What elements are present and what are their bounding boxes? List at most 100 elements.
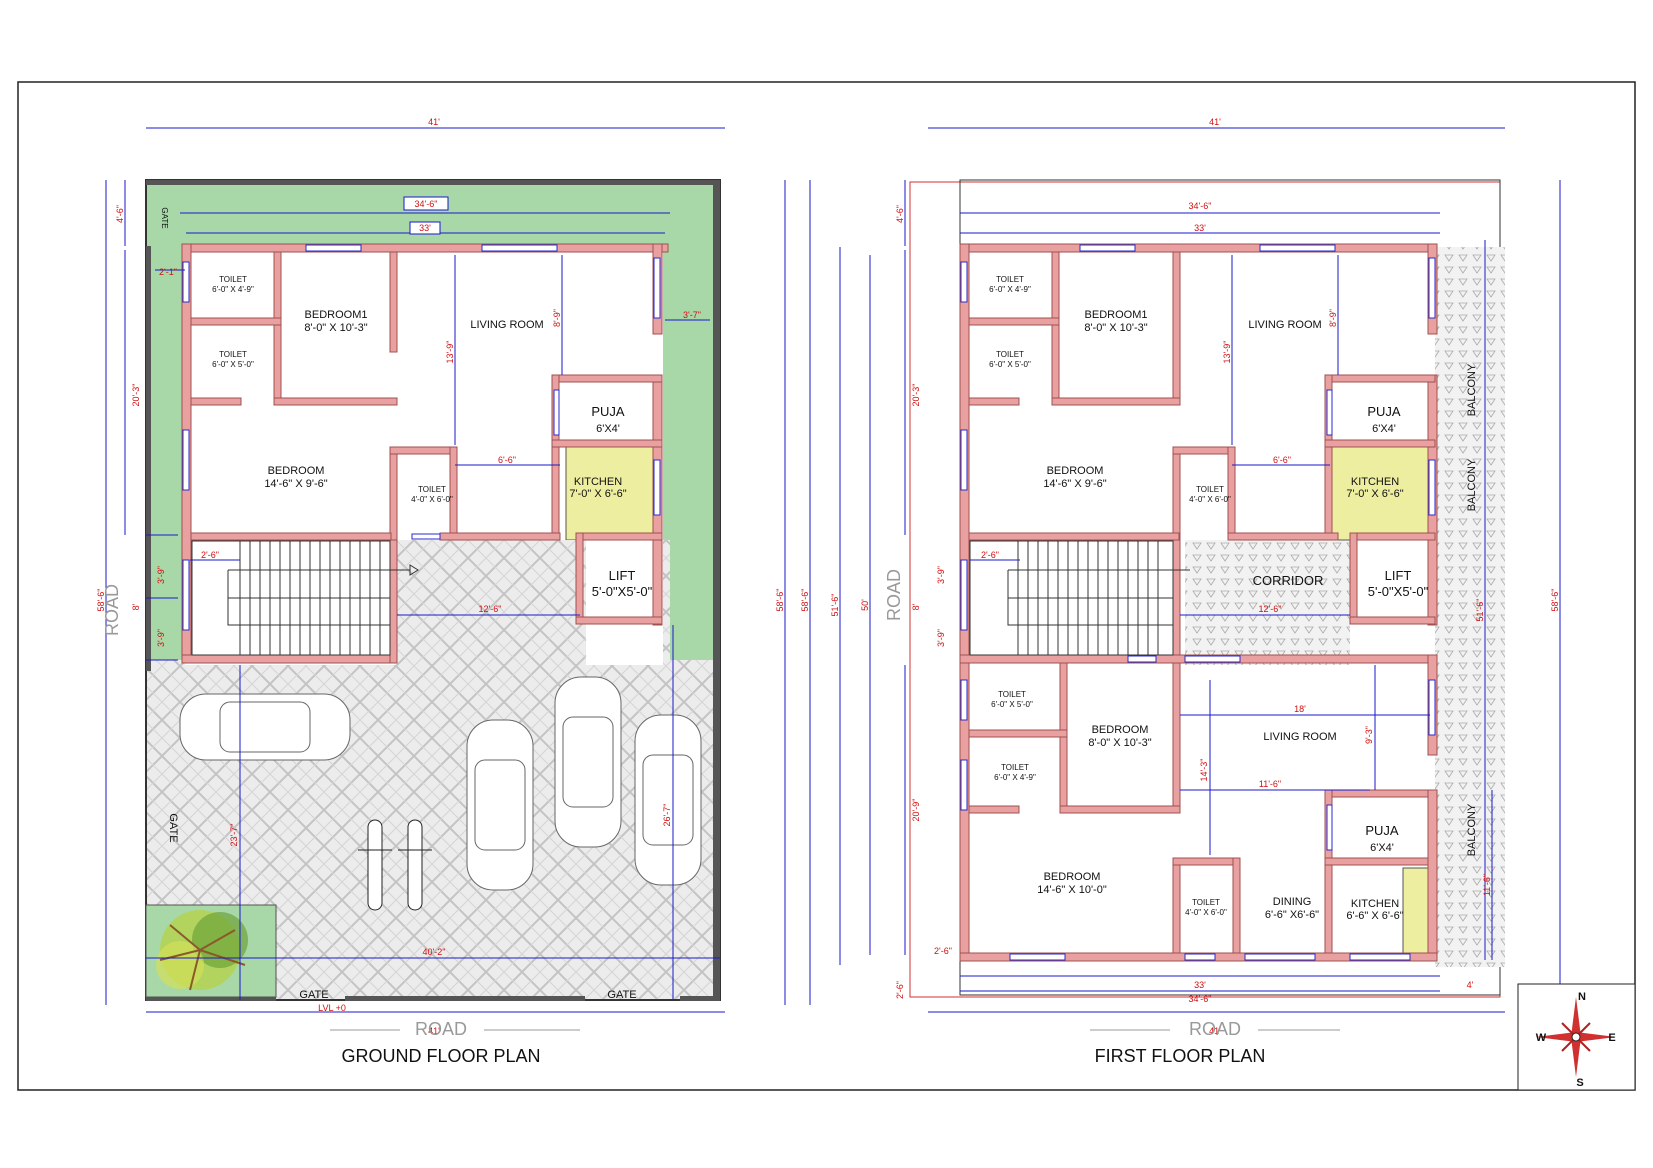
svg-text:5'-0"X5'-0": 5'-0"X5'-0" — [1368, 584, 1429, 599]
dim-58-6-right: 58'-6" — [775, 589, 785, 612]
dim-34-6-bottom: 34'-6" — [1189, 994, 1212, 1004]
room-lift: LIFT — [609, 568, 636, 583]
dim-41: 41' — [1209, 117, 1221, 127]
car-icon — [466, 719, 534, 891]
svg-text:7'-0" X 6'-6": 7'-0" X 6'-6" — [1346, 488, 1403, 500]
gate-bottom-2: GATE — [607, 989, 636, 1001]
dim-40-2: 40'-2" — [423, 947, 446, 957]
compass-s: S — [1576, 1077, 1583, 1089]
svg-text:6'-0" X 4'-9": 6'-0" X 4'-9" — [212, 285, 254, 294]
room-dining: DINING — [1273, 896, 1312, 908]
car-icon — [554, 676, 622, 848]
svg-text:5'-0"X5'-0": 5'-0"X5'-0" — [592, 584, 653, 599]
title-ground-floor: GROUND FLOOR PLAN — [341, 1046, 540, 1066]
dim-2-1: 2'-1" — [159, 267, 177, 277]
dim-4-6: 4'-6" — [895, 205, 905, 223]
dim-12-6: 12'-6" — [479, 604, 502, 614]
svg-text:6'-6" X 6'-6": 6'-6" X 6'-6" — [1346, 910, 1403, 922]
svg-text:6'-0" X 4'-9": 6'-0" X 4'-9" — [994, 773, 1036, 782]
dim-23-7: 23'-7" — [229, 824, 239, 847]
road-left: ROAD — [102, 584, 122, 636]
kitchen-counter — [565, 444, 659, 541]
room-bedroom: BEDROOM — [1047, 465, 1104, 477]
dim-33-bottom: 33' — [1194, 980, 1206, 990]
dim-34-6: 34'-6" — [1189, 201, 1212, 211]
svg-text:14'-6" X 9'-6": 14'-6" X 9'-6" — [1043, 478, 1106, 490]
corridor-area — [1185, 540, 1350, 665]
dim-11-6: 11'-6" — [1259, 779, 1281, 789]
title-first-floor: FIRST FLOOR PLAN — [1095, 1046, 1266, 1066]
dim-9-3: 9'-3" — [1364, 726, 1374, 744]
dim-2-6-side: 2'-6" — [895, 981, 905, 999]
tree-icon — [156, 910, 248, 991]
room-toilet-1: TOILET — [219, 275, 247, 284]
room-living-2: LIVING ROOM — [1263, 731, 1336, 743]
car-icon — [634, 714, 702, 886]
compass-e: E — [1608, 1032, 1615, 1044]
car-icon — [179, 693, 351, 761]
room-bedroom: BEDROOM — [268, 465, 325, 477]
dim-3-7: 3'-7" — [683, 310, 701, 320]
staircase — [191, 540, 419, 656]
svg-text:6'X4': 6'X4' — [596, 423, 620, 435]
svg-text:4'-0" X 6'-0": 4'-0" X 6'-0" — [411, 495, 453, 504]
room-bedroom-3: BEDROOM — [1044, 871, 1101, 883]
dim-14-3: 14'-3" — [1199, 759, 1209, 782]
dim-58-6: 58'-6" — [96, 589, 106, 612]
room-toilet-6: TOILET — [1192, 898, 1220, 907]
room-toilet-2: TOILET — [219, 350, 247, 359]
dim-18: 18' — [1294, 704, 1306, 714]
dim-20-3: 20'-3" — [131, 384, 141, 407]
dim-3-9-a: 3'-9" — [156, 566, 166, 584]
dim-33: 33' — [1194, 223, 1206, 233]
dim-41-bottom: 41' — [1209, 1026, 1221, 1036]
dim-6-6: 6'-6" — [1273, 455, 1291, 465]
motorbike-icon — [358, 819, 432, 911]
balcony-2: BALCONY — [1466, 458, 1478, 511]
sheet-border — [17, 81, 1636, 1091]
balcony-1: BALCONY — [1466, 363, 1478, 416]
room-toilet-2: TOILET — [996, 350, 1024, 359]
svg-text:6'-0" X 5'-0": 6'-0" X 5'-0" — [212, 360, 254, 369]
balcony-area — [1435, 247, 1505, 967]
dim-3-9-b: 3'-9" — [936, 629, 946, 647]
room-living: LIVING ROOM — [1248, 319, 1321, 331]
room-toilet-3: TOILET — [418, 485, 446, 494]
dim-3-9-a: 3'-9" — [936, 566, 946, 584]
dim-41-bottom: 41' — [428, 1026, 440, 1036]
room-puja: PUJA — [591, 404, 625, 419]
svg-text:6'-0" X 5'-0": 6'-0" X 5'-0" — [991, 700, 1033, 709]
room-bedroom1: BEDROOM1 — [305, 309, 368, 321]
dim-8: 8' — [911, 603, 921, 610]
dim-13-9: 13'-9" — [445, 341, 455, 364]
road-bottom: ROAD — [1189, 1019, 1241, 1039]
svg-text:6'X4': 6'X4' — [1370, 842, 1394, 854]
dim-4-6: 4'-6" — [115, 205, 125, 223]
svg-text:14'-6" X 9'-6": 14'-6" X 9'-6" — [264, 478, 327, 490]
ground-floor-plan: 41' 34'-6" 33' 58'-6" 4'-6" 20'-3" 2'-1"… — [96, 117, 786, 1066]
dim-8-9: 8'-9" — [1328, 309, 1338, 327]
dim-8-9: 8'-9" — [552, 309, 562, 327]
compass-n: N — [1578, 991, 1586, 1003]
dim-11-6-vertical: 11'-6" — [1482, 874, 1492, 896]
room-toilet-5: TOILET — [1001, 763, 1029, 772]
first-floor-plan: 41' 34'-6" 33' 58'-6" 51'-6" 50' 4'-6" 2… — [800, 117, 1561, 1066]
room-lift: LIFT — [1385, 568, 1412, 583]
svg-text:14'-6" X 10'-0": 14'-6" X 10'-0" — [1037, 884, 1107, 896]
level-marker: LVL +0 — [318, 1003, 346, 1013]
room-toilet-4: TOILET — [998, 690, 1026, 699]
svg-text:4'-0" X 6'-0": 4'-0" X 6'-0" — [1189, 495, 1231, 504]
room-living: LIVING ROOM — [470, 319, 543, 331]
dim-2-6-bottom: 2'-6" — [934, 946, 952, 956]
svg-text:6'X4': 6'X4' — [1372, 423, 1396, 435]
compass: N E S W — [1517, 983, 1636, 1091]
dim-2-6: 2'-6" — [981, 550, 999, 560]
compass-w: W — [1536, 1032, 1547, 1044]
room-bedroom1: BEDROOM1 — [1085, 309, 1148, 321]
room-bedroom-2: BEDROOM — [1092, 724, 1149, 736]
room-toilet-3: TOILET — [1196, 485, 1224, 494]
dim-3-9-b: 3'-9" — [156, 629, 166, 647]
room-corridor: CORRIDOR — [1253, 573, 1324, 588]
dim-6-6: 6'-6" — [498, 455, 516, 465]
dim-8: 8' — [131, 603, 141, 610]
